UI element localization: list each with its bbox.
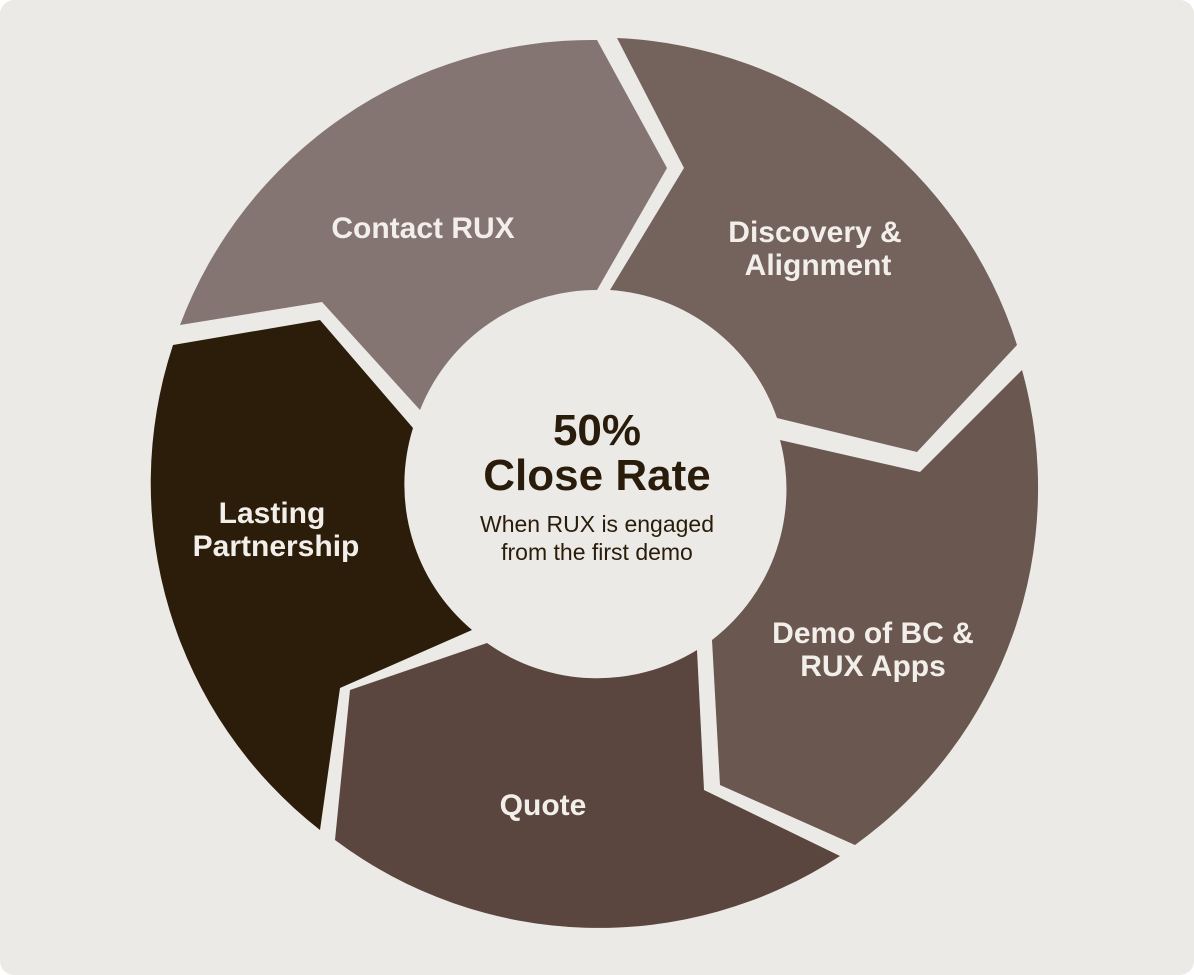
label-demo-line1: Demo of BC &	[772, 617, 974, 650]
segment-quote	[335, 643, 840, 928]
label-lasting-line1: Lasting	[219, 497, 326, 530]
segment-discovery-alignment	[610, 38, 1017, 452]
label-demo-line2: RUX Apps	[800, 650, 946, 683]
segment-demo-apps	[712, 370, 1039, 845]
center-stat: 50%	[553, 406, 641, 455]
label-lasting-line2: Partnership	[193, 530, 360, 563]
center-subtitle-line1: When RUX is engaged	[480, 511, 714, 537]
center-circle	[408, 292, 784, 668]
center-subtitle-line2: from the first demo	[501, 539, 693, 565]
segment-lasting-partnership	[150, 320, 473, 830]
label-contact-rux: Contact RUX	[331, 212, 514, 245]
label-discovery-line1: Discovery &	[728, 216, 901, 249]
label-discovery-line2: Alignment	[745, 249, 892, 282]
center-title: Close Rate	[483, 451, 710, 500]
segment-contact-rux	[180, 39, 667, 411]
label-quote: Quote	[500, 789, 587, 822]
